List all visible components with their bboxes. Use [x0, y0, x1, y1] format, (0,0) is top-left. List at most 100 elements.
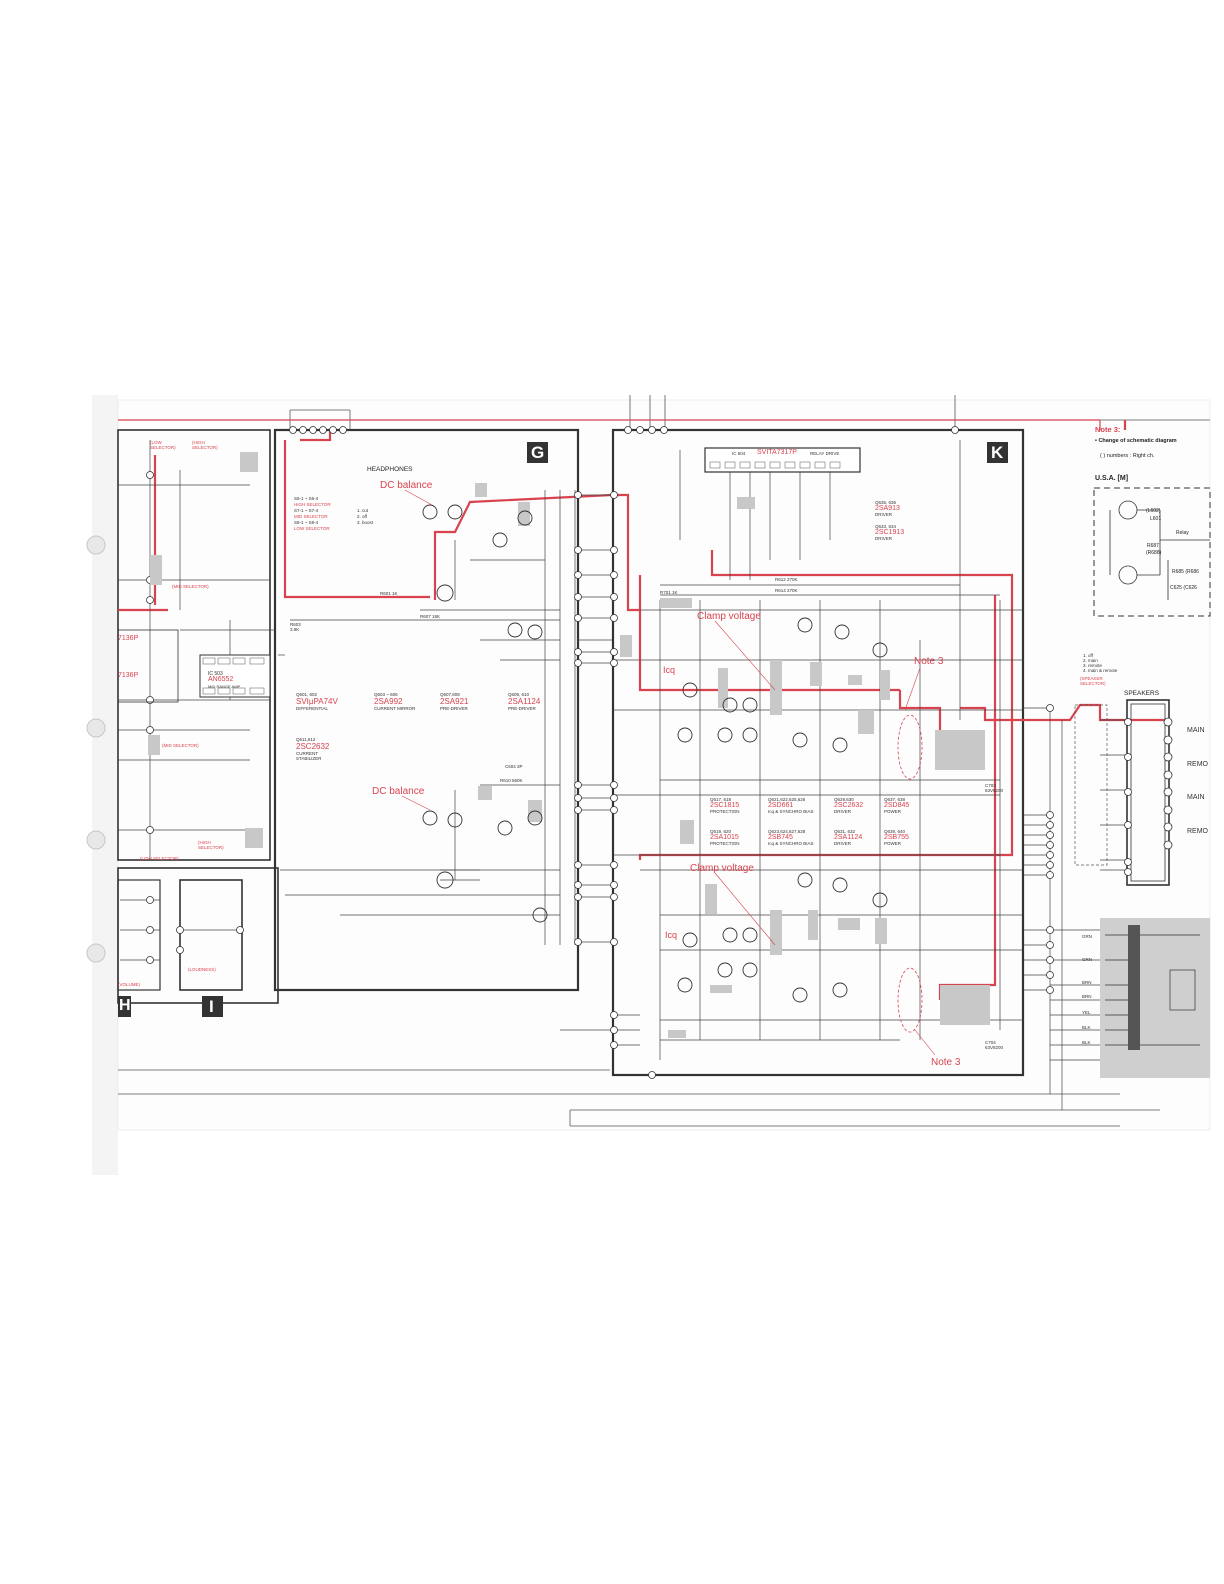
speaker-terminals: [1163, 717, 1173, 850]
transistor-ref: Q623,624,627,628: [768, 829, 806, 834]
component-label-r701: R701 1K: [660, 590, 678, 595]
speakers-label: SPEAKERS: [1124, 690, 1160, 697]
transistor-entry: Q603 ~ 606 2SA992 CURRENT MIRROR: [374, 692, 415, 711]
transistor-func: PRE-DRIVER: [508, 706, 536, 711]
speaker-legend-main-remote: 4. main & remote: [1083, 668, 1118, 673]
high-selector-top-label: (HIGH SELECTOR): [192, 440, 218, 450]
binding-holes: [86, 535, 106, 963]
note3-region: U.S.A. [M]: [1095, 475, 1129, 482]
component-label-c604: C604 3P: [505, 764, 523, 769]
transistor-part: 2SA913: [875, 505, 900, 512]
dc-balance-top-label: DC balance: [380, 480, 433, 491]
component-label-r614: R614 270K: [775, 588, 798, 593]
note3-l602: (L602): [1146, 508, 1161, 514]
speaker-legend-remote: 3. remote: [1083, 663, 1103, 668]
block-label-i: I: [209, 997, 214, 1016]
component-label-c703: C703 63V8200: [985, 783, 1004, 793]
switch-positions: 1. cut 2. off 3. boost: [357, 508, 373, 526]
speaker-legend-off: 1. off: [1083, 653, 1093, 658]
note3-r685: R685 (R686: [1172, 569, 1199, 575]
transistor-func: DIFFERENTIAL: [296, 706, 329, 711]
speaker-terminal-main-1: MAIN: [1187, 727, 1205, 734]
switch-pos-boost: 3. boost: [357, 520, 374, 525]
block-label-k: K: [991, 443, 1004, 462]
transistor-entry: Q607,608 2SA921 PRE-DRIVER: [440, 692, 468, 711]
component-label-r612: R612 270K: [775, 577, 798, 582]
transformer-wire-label: BLK: [1082, 1040, 1091, 1045]
transistor-part: 2SA1124: [508, 697, 541, 706]
ic503-part: AN6552: [208, 676, 234, 683]
transistor-ref: Q633, 634: [875, 524, 897, 529]
schematic-sheet: [117, 399, 1211, 1131]
component-label-r610: R610 560K: [500, 778, 523, 783]
ic604-part: SVITA7317P: [757, 449, 797, 456]
transistor-func: PROTECTION: [710, 841, 740, 846]
transistor-ref: Q611,612: [296, 737, 316, 742]
component-label-r607: R607 18K: [420, 614, 441, 619]
dc-balance-bottom-label: DC balance: [372, 786, 425, 797]
speaker-selector-label: (SPEAKER SELECTOR): [1080, 676, 1106, 686]
note3-title: Note 3:: [1095, 425, 1121, 434]
clamp-voltage-top-label: Clamp voltage: [697, 611, 761, 622]
transformer-core: [1128, 925, 1140, 1050]
switch-legend-s7-sub: MID SELECTOR: [294, 514, 328, 519]
icq-bottom-label: Icq: [665, 930, 678, 940]
switch-pos-off: 2. off: [357, 514, 367, 519]
transformer-panel: [1100, 918, 1210, 1078]
transformer-wire-label: GRN: [1082, 934, 1092, 939]
transistor-part: 2SA992: [374, 697, 403, 706]
component-label-r601: R601 1K: [380, 591, 398, 596]
note3-line1: • Change of schematic diagram: [1095, 438, 1177, 444]
transistor-func: DRIVER: [834, 841, 852, 846]
transistor-part: 2SA1015: [710, 834, 739, 841]
ic-left-2: 7136P: [118, 672, 139, 679]
transformer-wire-label: BRN: [1082, 980, 1092, 985]
transistor-entry: Q611,612 2SC2632 CURRENT STABILIZER: [296, 737, 336, 761]
note3-relay: Relay: [1176, 530, 1189, 536]
transistor-ref: Q635, 636: [875, 500, 897, 505]
speaker-terminal-main-2: MAIN: [1187, 794, 1205, 801]
block-g-frame: [273, 428, 580, 992]
transistor-ref: Q607,608: [440, 692, 460, 697]
transistor-func: Icq & SYNCHRO BIAS: [768, 841, 814, 846]
transistor-func: DRIVER: [875, 536, 893, 541]
mid-selector-label: (MID SELECTOR): [172, 584, 209, 589]
switch-legend: S6-1 ~ S6-4 HIGH SELECTOR S7-1 ~ S7-4 MI…: [294, 496, 331, 532]
transistor-part: 2SC2632: [296, 742, 330, 751]
volume-label: (VOLUME): [118, 982, 141, 987]
icq-top-label: Icq: [663, 665, 676, 675]
block-label-h: H: [119, 997, 131, 1014]
transformer-wire-label: YEL: [1082, 1010, 1091, 1015]
transistor-func: POWER: [884, 809, 902, 814]
transistor-part: 2SC1913: [875, 529, 905, 536]
headphones-label: HEADPHONES: [367, 466, 413, 473]
switch-legend-s6: S6-1 ~ S6-4: [294, 496, 319, 501]
note3-mark-bottom: [897, 967, 923, 1033]
circuit-wiring: [118, 440, 1125, 1110]
switch-legend-s8-sub: LOW SELECTOR: [294, 526, 330, 531]
low-selector-bottom-label: (LOW SELECTOR): [140, 856, 179, 861]
high-selector-bottom-label: (HIGH SELECTOR): [198, 840, 224, 850]
transistor-ref: Q629,630: [834, 797, 854, 802]
transistor-ref: Q631, 632: [834, 829, 856, 834]
component-label-r603: R603 3.9K: [290, 622, 301, 632]
transistor-entry: Q601, 602 SVIμPA74V DIFFERENTIAL: [296, 692, 338, 711]
speaker-legend: 1. off 2. main 3. remote 4. main & remot…: [1083, 653, 1117, 673]
speaker-terminal-remo-2: REMO: [1187, 828, 1208, 835]
transistor-entry: Q609, 610 2SA1124 PRE-DRIVER: [508, 692, 540, 711]
block-labels: [118, 442, 1008, 1017]
transistor-part: 2SC1815: [710, 802, 740, 809]
transistor-part: SVIμPA74V: [296, 697, 338, 706]
transistor-ref: Q639, 640: [884, 829, 906, 834]
block-i-frame: [179, 879, 243, 991]
block-label-g: G: [531, 443, 545, 462]
transistor-func: DRIVER: [834, 809, 852, 814]
transistor-ref: Q619, 620: [710, 829, 732, 834]
